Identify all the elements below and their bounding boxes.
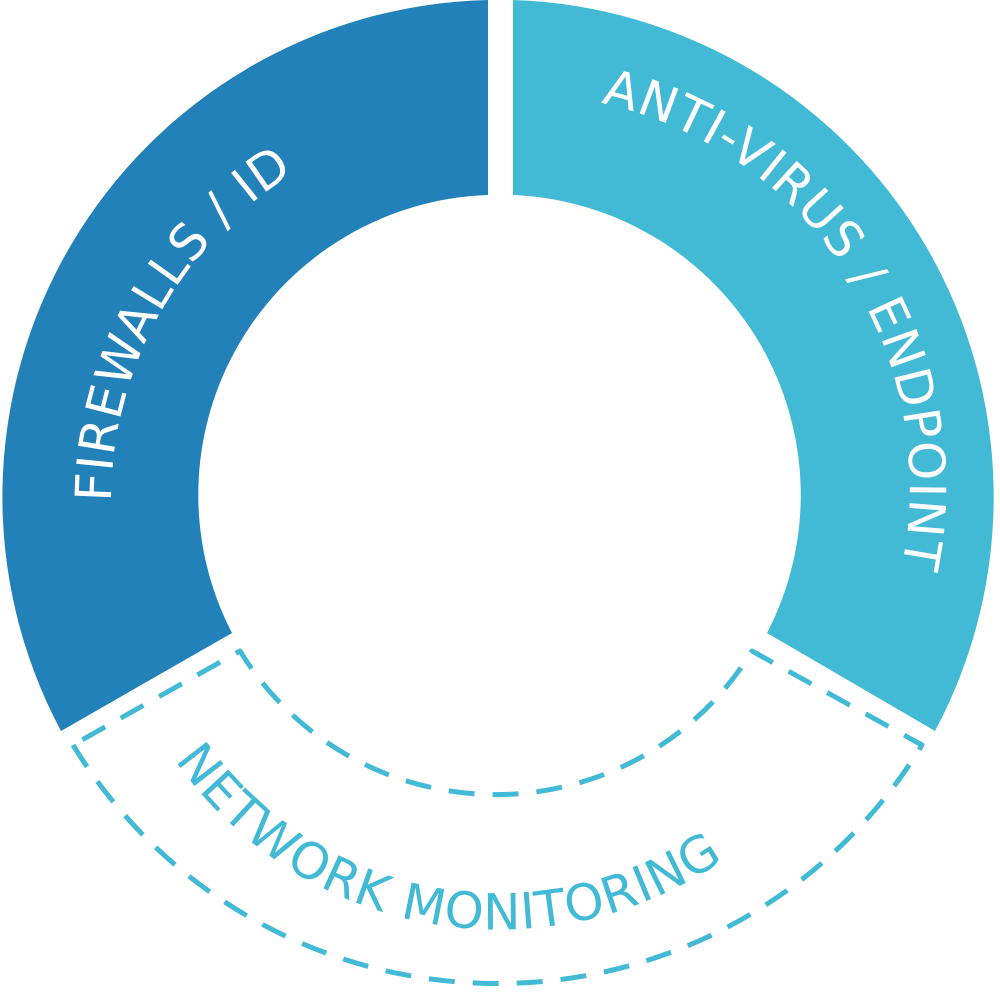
anti-virus-endpoint-segment — [513, 0, 994, 731]
network-monitoring-segment — [70, 648, 925, 986]
firewalls-ids-segment — [2, 0, 488, 731]
network-monitoring-label: NETWORK MONITORING — [165, 732, 731, 941]
network-monitoring-label-text: NETWORK MONITORING — [165, 732, 730, 941]
